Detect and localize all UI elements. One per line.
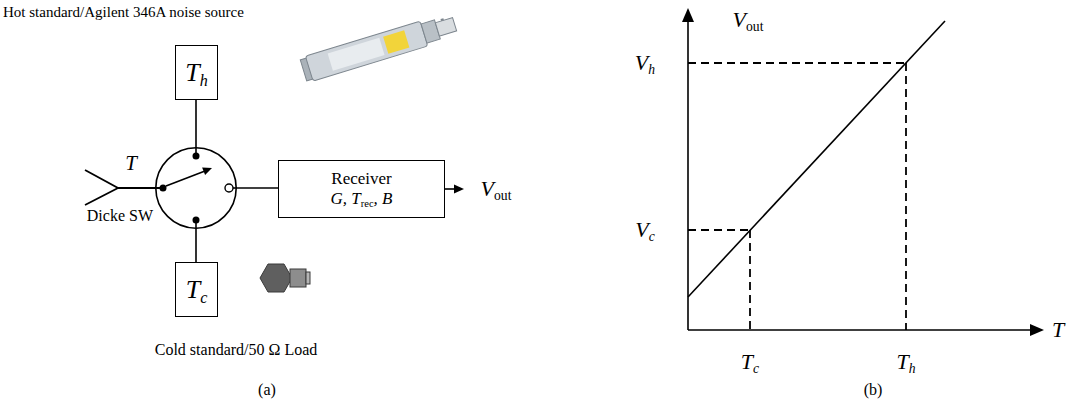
text-segment: (a)	[258, 381, 276, 398]
figure-note: Hot standard/Agilent 346A noise source	[3, 4, 244, 21]
box-text: Tc	[186, 275, 208, 305]
antenna-symbol	[85, 170, 118, 205]
box-text: G, Trec, B	[331, 189, 393, 209]
output-arrowhead	[454, 185, 464, 194]
text-segment: (b)	[864, 381, 883, 398]
switch-label: Dicke SW	[87, 207, 153, 225]
text-segment: V	[635, 217, 648, 242]
text-segment: c	[649, 230, 655, 245]
tick-label: Vh	[635, 50, 655, 75]
contact-open	[225, 184, 233, 192]
text-segment: T	[185, 58, 199, 87]
text-segment: , B	[374, 189, 393, 208]
text-segment: h	[909, 362, 916, 377]
panel-label: (a)	[258, 381, 276, 399]
dashed-guide	[688, 229, 750, 231]
switch-circle	[155, 147, 237, 229]
antenna-symbol	[85, 170, 163, 205]
dashed-guide	[688, 62, 906, 64]
text-segment: rec	[361, 198, 374, 209]
tick-label: Tc	[741, 349, 759, 374]
noise-source-photo	[435, 18, 456, 37]
cold-standard-box: Tc	[175, 262, 218, 317]
load-photo	[290, 269, 306, 287]
text-segment: Hot standard/Agilent 346A noise source	[3, 4, 244, 20]
panel-label: (b)	[864, 381, 883, 399]
wire	[195, 229, 197, 262]
switch-arrowhead	[202, 168, 212, 175]
receiver-box: ReceiverG, Trec, B	[278, 160, 445, 218]
load-photo	[260, 264, 292, 292]
response-line	[688, 21, 945, 297]
contact-dot	[193, 153, 200, 160]
tick-label: Vc	[635, 217, 655, 242]
y-axis	[687, 20, 689, 330]
contact-dot	[193, 217, 200, 224]
hot-standard-box: Th	[175, 45, 218, 100]
load-photo	[260, 264, 310, 292]
text-segment: T	[1052, 317, 1064, 342]
wire	[195, 100, 197, 147]
x-axis	[688, 329, 1032, 331]
figure-note: Cold standard/50 Ω Load	[155, 341, 318, 359]
box-text: Receiver	[331, 169, 391, 189]
text-segment: T	[741, 349, 753, 374]
text-segment: out	[746, 20, 763, 35]
text-segment: T	[125, 151, 137, 175]
noise-source-photo	[328, 38, 385, 71]
contact-dot	[160, 185, 167, 192]
dashed-guide	[749, 230, 751, 330]
text-segment: T	[186, 275, 200, 304]
dicke-switch: Dicke SW	[155, 147, 237, 229]
text-segment: h	[648, 63, 655, 78]
text-segment: out	[494, 189, 511, 204]
noise-source-photo	[300, 12, 459, 83]
signal-name: T	[125, 151, 137, 175]
load-photo	[306, 272, 310, 284]
text-segment: h	[200, 72, 208, 89]
switch-circle	[156, 148, 236, 228]
text-segment: Cold standard/50 Ω Load	[155, 341, 318, 358]
box-text: Th	[185, 58, 208, 88]
text-segment: Dicke SW	[87, 207, 153, 224]
text-segment: G, T	[331, 189, 361, 208]
switch-contacts	[166, 147, 237, 229]
signal-name: Vout	[481, 176, 512, 201]
tick-label: Th	[896, 349, 915, 374]
axis-label: Vout	[733, 7, 764, 32]
output-wire	[445, 188, 455, 190]
axis-label: T	[1052, 317, 1064, 342]
dashed-guide	[905, 63, 907, 330]
text-segment: T	[896, 349, 908, 374]
noise-source-photo	[305, 21, 427, 81]
axis-arrowhead	[1030, 324, 1044, 336]
text-segment: V	[733, 7, 746, 32]
dashed-guides	[688, 63, 906, 330]
text-segment: c	[753, 362, 759, 377]
noise-source-photo	[383, 30, 409, 54]
text-segment: V	[635, 50, 648, 75]
text-segment: V	[481, 176, 494, 201]
wire	[237, 187, 278, 189]
plot-axes	[688, 20, 1032, 330]
switch-arm	[166, 171, 205, 186]
text-segment: Receiver	[331, 169, 391, 188]
text-segment: c	[200, 289, 207, 306]
axis-arrowhead	[682, 8, 694, 22]
noise-source-photo	[440, 18, 443, 21]
